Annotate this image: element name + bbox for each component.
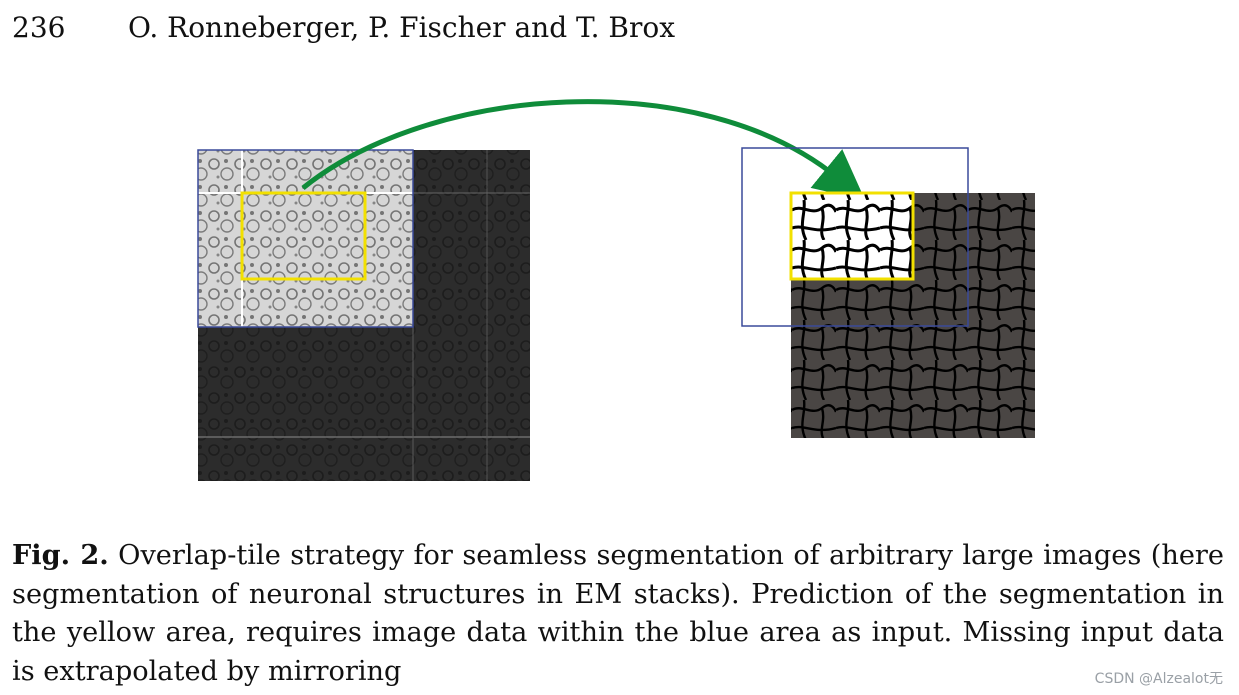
page-number: 236 <box>12 11 66 44</box>
prediction-tile-yellow-area-right <box>789 191 915 281</box>
mapping-arrow <box>301 99 866 201</box>
input-tile-blue-area-right <box>741 147 969 327</box>
figure-caption: Fig. 2. Overlap-tile strategy for seamle… <box>12 536 1224 691</box>
prediction-tile-yellow-area-left <box>240 191 367 281</box>
figure-label: Fig. 2. <box>12 539 109 571</box>
overlap-tile-figure <box>197 99 1035 481</box>
caption-text: Overlap-tile strategy for seamless segme… <box>12 540 1225 687</box>
watermark: CSDN @Alzealot无 <box>1094 671 1223 687</box>
author-line: O. Ronneberger, P. Fischer and T. Brox <box>128 11 675 44</box>
page-header: 236 O. Ronneberger, P. Fischer and T. Bro… <box>12 10 675 46</box>
input-tile-blue-area <box>197 149 414 328</box>
